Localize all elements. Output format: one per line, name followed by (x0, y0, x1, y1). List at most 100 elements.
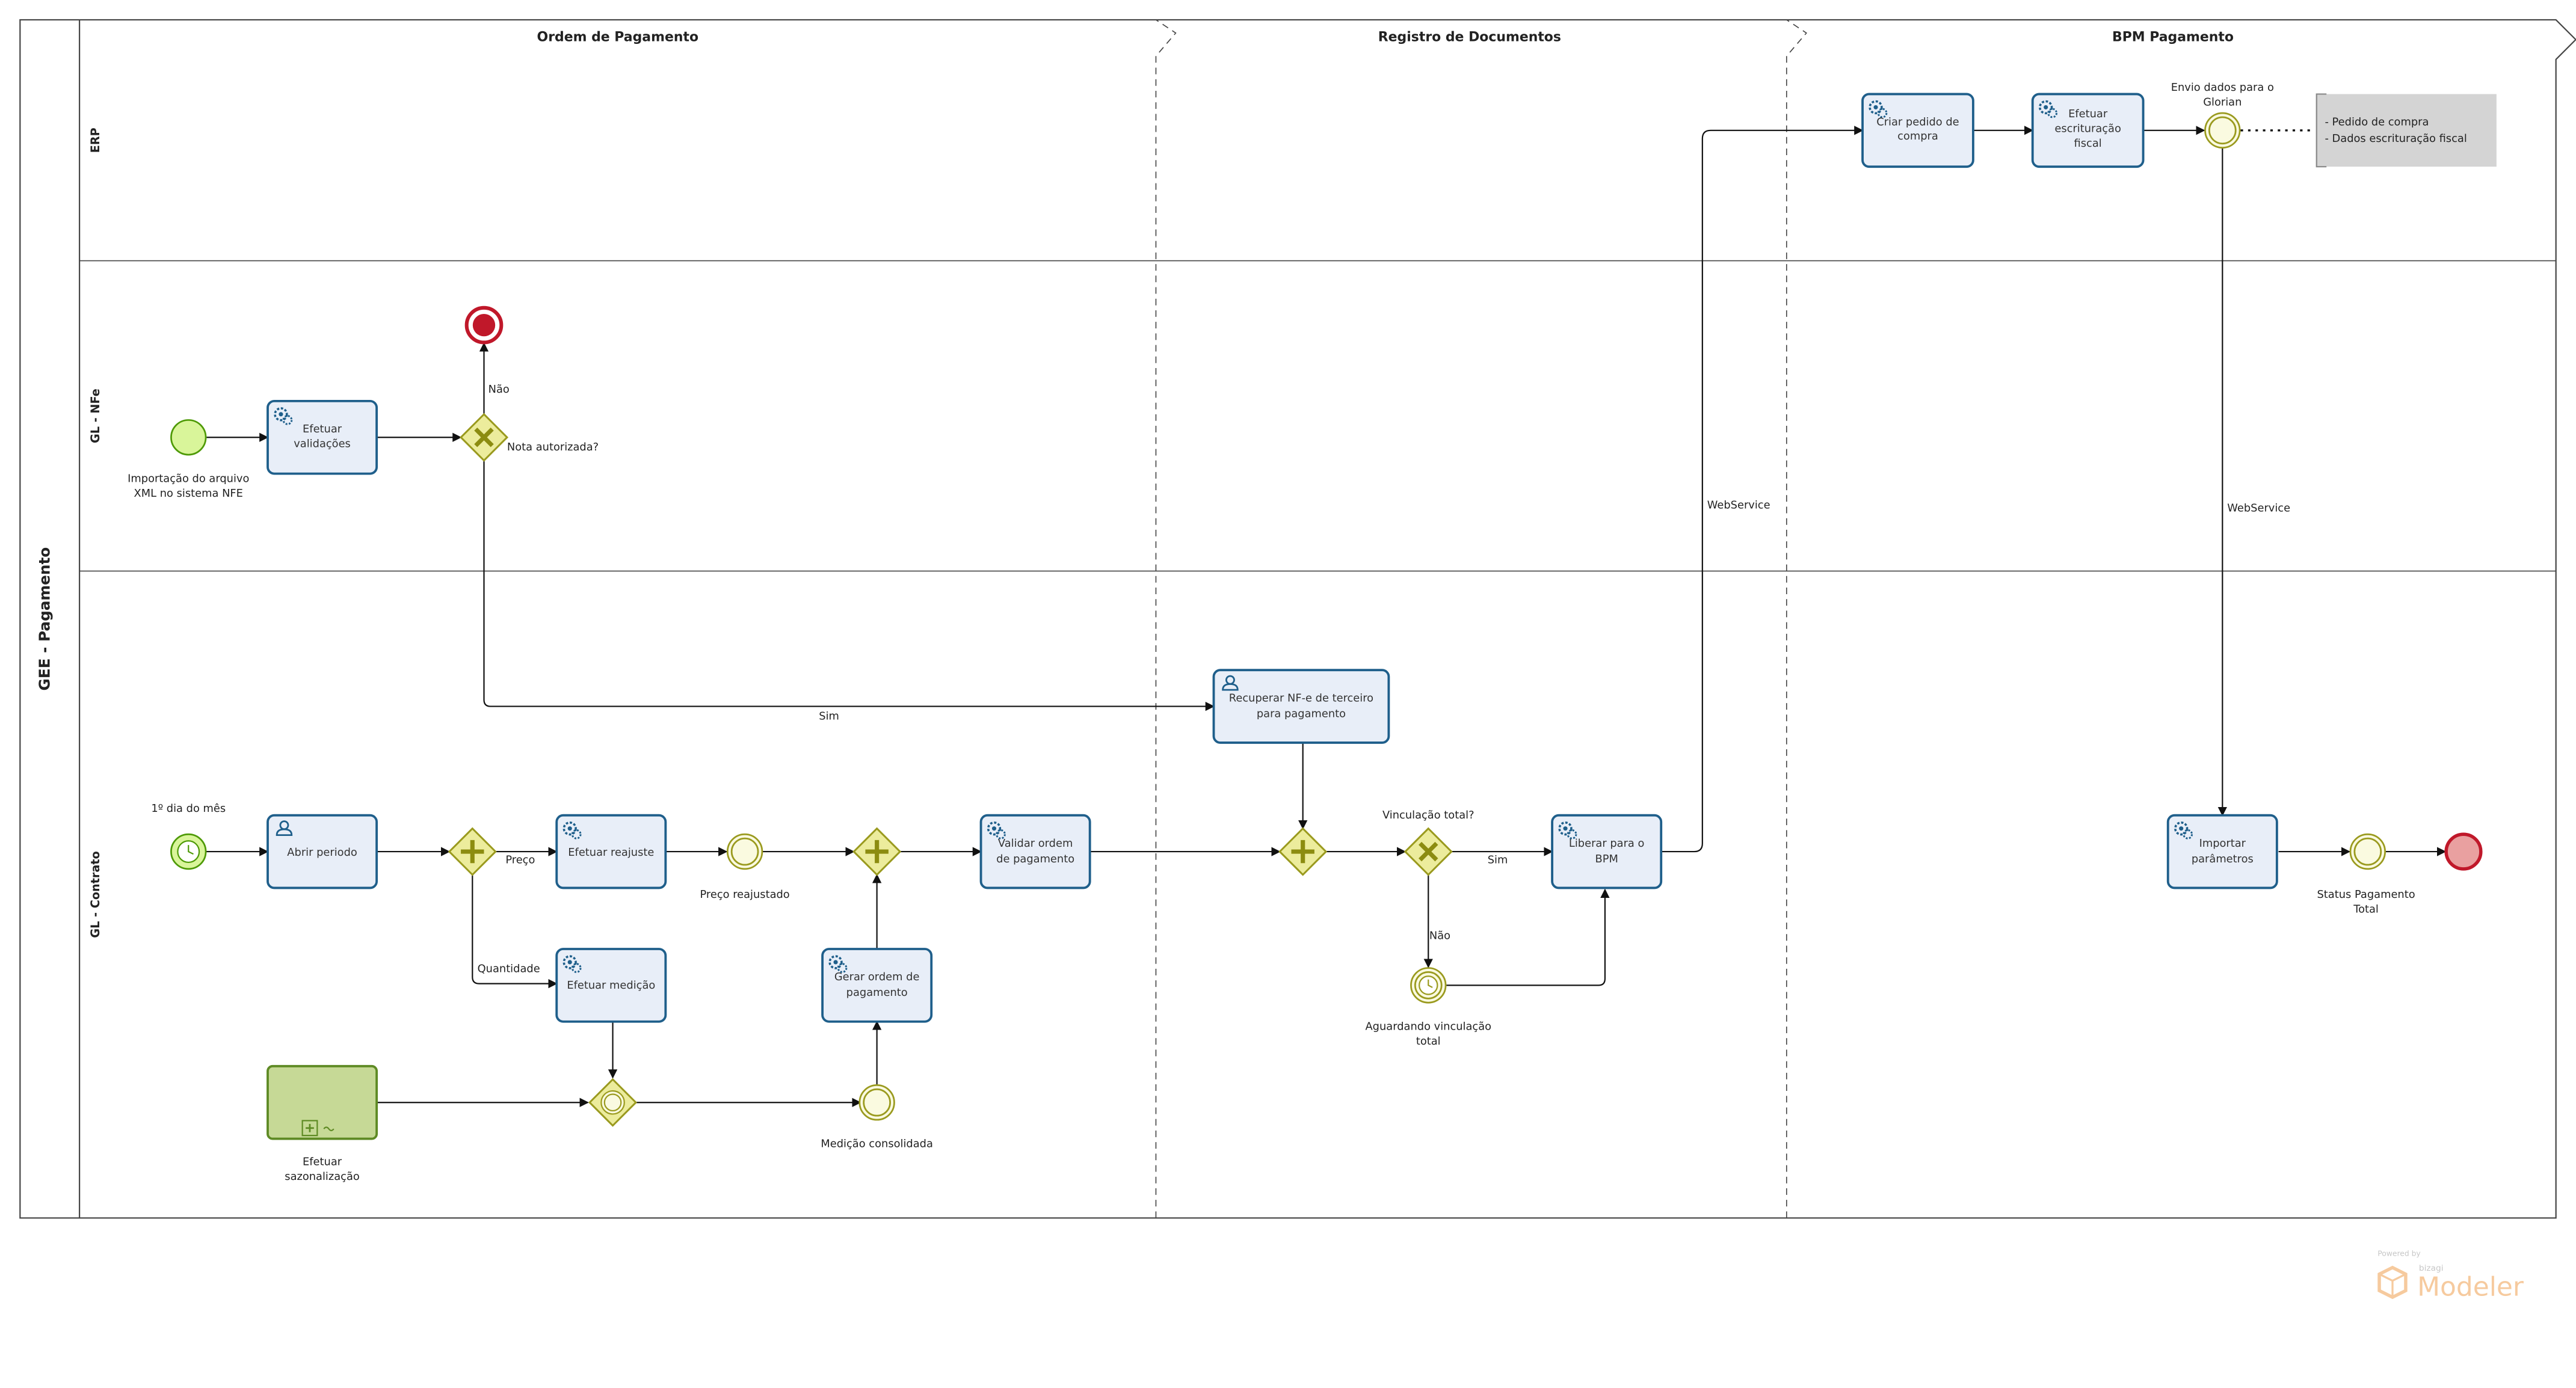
flow-split-to-medicao[interactable] (472, 874, 558, 989)
event-label-line1: Medição consolidada (821, 1137, 933, 1150)
flow-label-preco: Preço (505, 853, 535, 866)
flow-liberar-to-criar-pedido[interactable] (1661, 126, 1864, 853)
pool-title: GEE - Pagamento (36, 547, 54, 691)
end-event-final[interactable] (2444, 832, 2483, 871)
event-label-line1: Status Pagamento (2317, 888, 2415, 901)
gateway-label: Nota autorizada? (507, 441, 599, 453)
gateway-join-parallel[interactable] (852, 827, 902, 876)
flow-label-sim-1: Sim (819, 710, 839, 723)
gears-icon (828, 955, 848, 973)
task-validar-ordem[interactable]: Validar ordem de pagamento (979, 814, 1091, 889)
task-efetuar-reajuste[interactable]: Efetuar reajuste (555, 814, 667, 889)
task-label-line2: para pagamento (1257, 707, 1346, 720)
task-efetuar-validacoes[interactable]: Efetuar validações (267, 399, 378, 475)
flow-label-nao-1: Não (488, 383, 510, 396)
intermediate-event-envio[interactable]: Envio dados para o Glorian (2171, 81, 2274, 149)
timer-event-aguardando[interactable]: Aguardando vinculação total (1365, 967, 1491, 1048)
gateway-vinculacao-total[interactable]: Vinculação total? (1382, 809, 1474, 876)
watermark-product: Modeler (2417, 1271, 2524, 1302)
adhoc-marker-icon (323, 1126, 334, 1131)
task-abrir-periodo[interactable]: Abrir periodo (267, 814, 378, 889)
parallel-plus-icon (865, 840, 889, 864)
gears-icon (1869, 100, 1888, 118)
gateway-label: Vinculação total? (1382, 809, 1474, 821)
subprocess-sazonalizacao[interactable]: Efetuar sazonalização (267, 1064, 378, 1183)
intermediate-event-preco[interactable]: Preço reajustado (700, 833, 790, 901)
task-label-line3: fiscal (2074, 137, 2102, 150)
task-label-line1: Efetuar reajuste (568, 846, 654, 859)
gears-icon (274, 407, 293, 425)
flow-gateway-to-recuperar[interactable] (483, 460, 1215, 711)
phase-title-registro: Registro de Documentos (1378, 30, 1561, 45)
phases: Ordem de Pagamento Registro de Documento… (537, 19, 2234, 1218)
events: Importação do arquivo XML no sistema NFE… (128, 81, 2483, 1150)
task-liberar-bpm[interactable]: Liberar para o BPM (1551, 814, 1663, 889)
intermediate-event-status[interactable]: Status Pagamento Total (2317, 833, 2415, 916)
task-gerar-ordem[interactable]: Gerar ordem de pagamento (821, 948, 933, 1023)
start-event-importacao[interactable]: Importação do arquivo XML no sistema NFE (128, 419, 249, 500)
flow-label-sim-2: Sim (1488, 853, 1508, 866)
gateway-parallel-registro[interactable] (1278, 827, 1328, 876)
start-event-timer[interactable]: 1º dia do mês (151, 802, 226, 870)
lane-title-contrato: GL - Contrato (88, 851, 102, 938)
event-label-line2: XML no sistema NFE (134, 487, 243, 500)
task-label-line1: Criar pedido de (1876, 116, 1959, 129)
phase-title-bpm: BPM Pagamento (2112, 30, 2234, 45)
user-icon (1222, 675, 1239, 691)
phase-title-ordem: Ordem de Pagamento (537, 30, 698, 45)
gateway-nota-autorizada[interactable]: Nota autorizada? (459, 413, 599, 462)
artifact-line1: - Pedido de compra (2325, 116, 2429, 129)
gears-icon (2174, 821, 2193, 840)
gateway-event-based[interactable] (588, 1078, 638, 1127)
gateway-split-parallel[interactable] (448, 827, 497, 876)
gears-icon (2038, 100, 2058, 118)
task-label-line1: Validar ordem (998, 837, 1073, 850)
task-recuperar-nfe[interactable]: Recuperar NF-e de terceiro para pagament… (1212, 669, 1390, 744)
pool-border (19, 19, 2576, 1219)
annotation-bracket (2316, 93, 2327, 168)
task-label-line2: pagamento (846, 986, 908, 999)
flow-label-quantidade: Quantidade (478, 962, 540, 975)
pool: GEE - Pagamento ERP GL - NFe GL - Contra… (19, 19, 2576, 1219)
task-label-line2: de pagamento (996, 853, 1074, 865)
flow-label-nao-2: Não (1429, 930, 1450, 942)
task-label-line1: Gerar ordem de (834, 971, 920, 983)
task-efetuar-medicao[interactable]: Efetuar medição (555, 948, 667, 1023)
task-label-line1: Efetuar (303, 423, 342, 435)
task-label-line2: parâmetros (2192, 853, 2254, 865)
task-efetuar-escrituracao[interactable]: Efetuar escrituração fiscal (2031, 93, 2145, 168)
flow-aguardando-to-liberar[interactable] (1446, 888, 1610, 986)
flow-label-webservice-1: WebService (1707, 499, 1770, 511)
event-label-line1: Aguardando vinculação (1365, 1020, 1491, 1033)
task-label-line1: Recuperar NF-e de terceiro (1229, 692, 1373, 704)
flow-labels: Não Sim Preço Quantidade Sim Não WebServ… (478, 383, 2290, 975)
task-label-line1: Liberar para o (1569, 837, 1645, 850)
task-label-line2: BPM (1595, 853, 1618, 865)
task-label-line1: Abrir periodo (287, 846, 357, 859)
artifact-line2: - Dados escrituração fiscal (2325, 132, 2467, 145)
sequence-flows (205, 126, 2447, 1107)
parallel-plus-icon (1291, 840, 1314, 864)
artifact-pedido-dados[interactable]: - Pedido de compra - Dados escrituração … (2316, 93, 2497, 168)
user-icon (276, 820, 293, 837)
gears-icon (987, 821, 1006, 840)
task-importar-parametros[interactable]: Importar parâmetros (2166, 814, 2278, 889)
event-label-line1: Preço reajustado (700, 888, 789, 901)
gears-icon (562, 821, 582, 840)
intermediate-event-medicao[interactable]: Medição consolidada (821, 1084, 933, 1150)
event-label-line2: Total (2353, 903, 2379, 916)
tasks: Criar pedido de compra Efetuar escritura… (267, 93, 2278, 1023)
plus-icon (306, 1123, 314, 1132)
parallel-plus-icon (461, 840, 484, 864)
subprocess-label-line1: Efetuar (303, 1156, 342, 1168)
end-event-terminate[interactable] (464, 306, 504, 345)
exclusive-x-icon (474, 428, 494, 447)
task-criar-pedido[interactable]: Criar pedido de compra (1861, 93, 1974, 168)
lane-title-nfe: GL - NFe (88, 388, 102, 443)
task-label-line1: Efetuar medição (567, 979, 655, 992)
event-label-line2: total (1416, 1035, 1441, 1048)
phase-divider-2 (1786, 19, 1807, 1218)
watermark-powered: Powered by (2377, 1249, 2420, 1257)
task-label-line2: escrituração (2054, 123, 2121, 135)
